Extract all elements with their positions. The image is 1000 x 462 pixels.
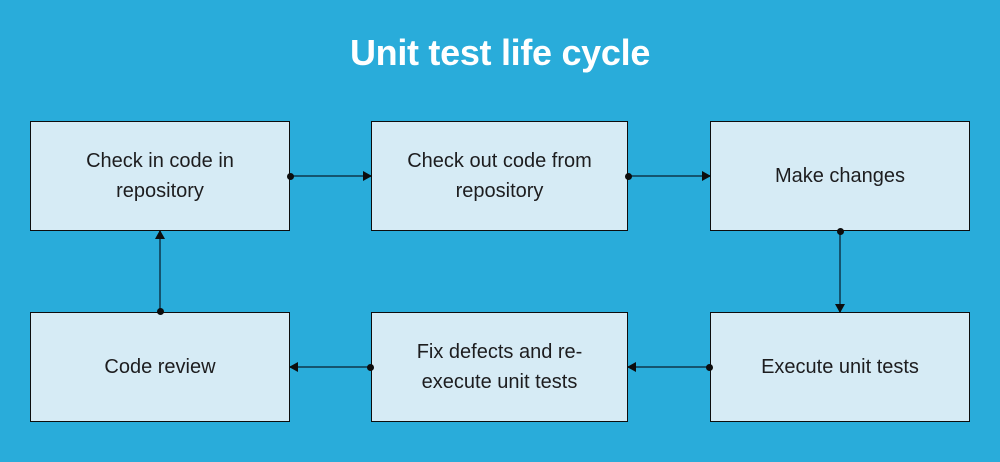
- node-execute-tests-label: Execute unit tests: [761, 356, 919, 378]
- node-fix-defects: Fix defects and re-execute unit tests: [371, 312, 628, 422]
- node-check-in-label: Check in code in repository: [86, 150, 234, 202]
- edge-execute-tests-to-fix-defects: [627, 362, 713, 372]
- connector-start-dot: [287, 173, 294, 180]
- node-check-out-label: Check out code from repository: [407, 150, 592, 202]
- connector-start-dot: [625, 173, 632, 180]
- node-make-changes-label: Make changes: [774, 165, 906, 187]
- edge-fix-defects-to-code-review: [289, 362, 374, 372]
- edge-make-changes-to-execute-tests: [835, 228, 845, 313]
- connector-line: [159, 231, 161, 312]
- arrowhead-down-icon: [835, 304, 845, 313]
- arrowhead-left-icon: [627, 362, 636, 372]
- node-check-out: Check out code from repository: [371, 121, 628, 231]
- node-make-changes: Make changes: [710, 121, 970, 231]
- node-fix-defects-label: Fix defects and re-execute unit tests: [416, 341, 583, 393]
- edge-check-in-to-check-out: [287, 171, 372, 181]
- arrowhead-up-icon: [155, 230, 165, 239]
- node-code-review-label: Code review: [104, 356, 216, 378]
- connector-line: [290, 366, 371, 368]
- arrowhead-right-icon: [363, 171, 372, 181]
- connector-start-dot: [157, 308, 164, 315]
- arrowhead-left-icon: [289, 362, 298, 372]
- node-check-in: Check in code in repository: [30, 121, 290, 231]
- edge-code-review-to-check-in: [155, 230, 165, 315]
- diagram-title: Unit test life cycle: [349, 32, 651, 73]
- connector-line: [628, 366, 710, 368]
- node-code-review: Code review: [30, 312, 290, 422]
- connector-line: [290, 175, 371, 177]
- connector-line: [839, 231, 841, 312]
- node-execute-tests: Execute unit tests: [710, 312, 970, 422]
- connector-start-dot: [706, 364, 713, 371]
- connector-line: [628, 175, 710, 177]
- arrowhead-right-icon: [702, 171, 711, 181]
- connector-start-dot: [367, 364, 374, 371]
- connector-start-dot: [837, 228, 844, 235]
- edge-check-out-to-make-changes: [625, 171, 711, 181]
